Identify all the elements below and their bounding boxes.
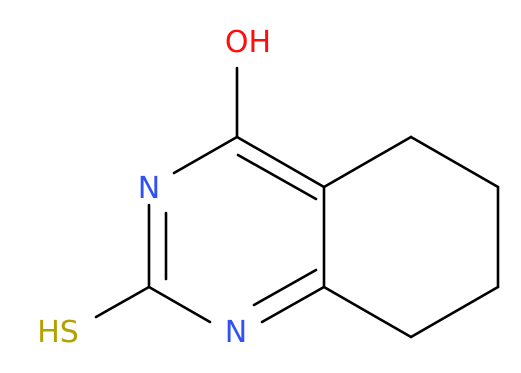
bond-n1-c8a: [260, 285, 326, 324]
bond-c7-c8: [409, 285, 500, 339]
bond-c2-n1: [147, 285, 212, 324]
bond-c4-n3: [172, 135, 239, 175]
bond-c5-c6: [409, 135, 500, 189]
bond-c4a-c5: [322, 135, 413, 189]
nitrogen-n1-label: N: [225, 315, 247, 350]
bond-c8-c8a: [322, 285, 413, 339]
nitrogen-n3-label: N: [138, 171, 160, 206]
bond-c2-sh: [94, 285, 151, 319]
bond-c4-c4a: [235, 135, 326, 189]
bond-c4-c4a-inner: [236, 153, 318, 201]
bond-n1-c8a-inner: [252, 268, 318, 307]
thiol-label: HS: [37, 315, 79, 350]
hydroxyl-label: OH: [225, 25, 271, 60]
